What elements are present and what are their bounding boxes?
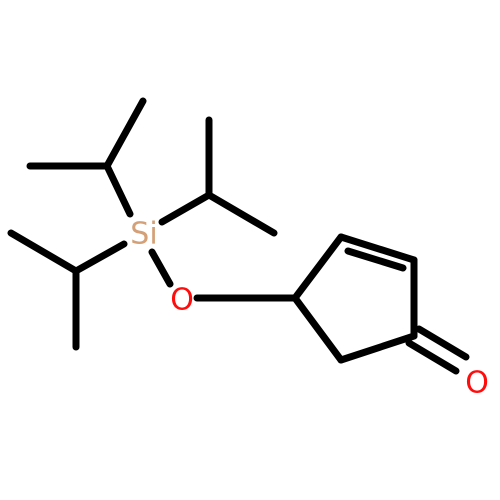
silicon-atom-label: Si xyxy=(130,217,157,252)
ether-oxygen-atom-label: O xyxy=(170,283,194,318)
bond-si-o xyxy=(148,248,174,288)
bond-c5-c6 xyxy=(337,233,418,264)
bond-ipr1-si xyxy=(103,162,134,218)
bonds xyxy=(7,97,470,375)
bond-ipr1-ch3b xyxy=(103,97,147,170)
bond-c1-o-a xyxy=(405,339,460,375)
bond-c2-c4 xyxy=(291,294,345,364)
carbonyl-oxygen-atom-label: O xyxy=(465,366,489,401)
bond-ipr3-ch3a xyxy=(7,229,80,275)
bond-c1-o-b xyxy=(415,325,470,361)
bond-c4-c5 xyxy=(291,233,345,302)
bond-c1-c2 xyxy=(337,332,418,364)
bond-c5-c6-double xyxy=(344,247,407,272)
bond-ipr2-si xyxy=(158,191,213,226)
bond-ipr3-si xyxy=(72,240,128,275)
bond-ipr2-ch3b xyxy=(205,191,278,237)
atom-labels: Si O O xyxy=(130,217,489,401)
